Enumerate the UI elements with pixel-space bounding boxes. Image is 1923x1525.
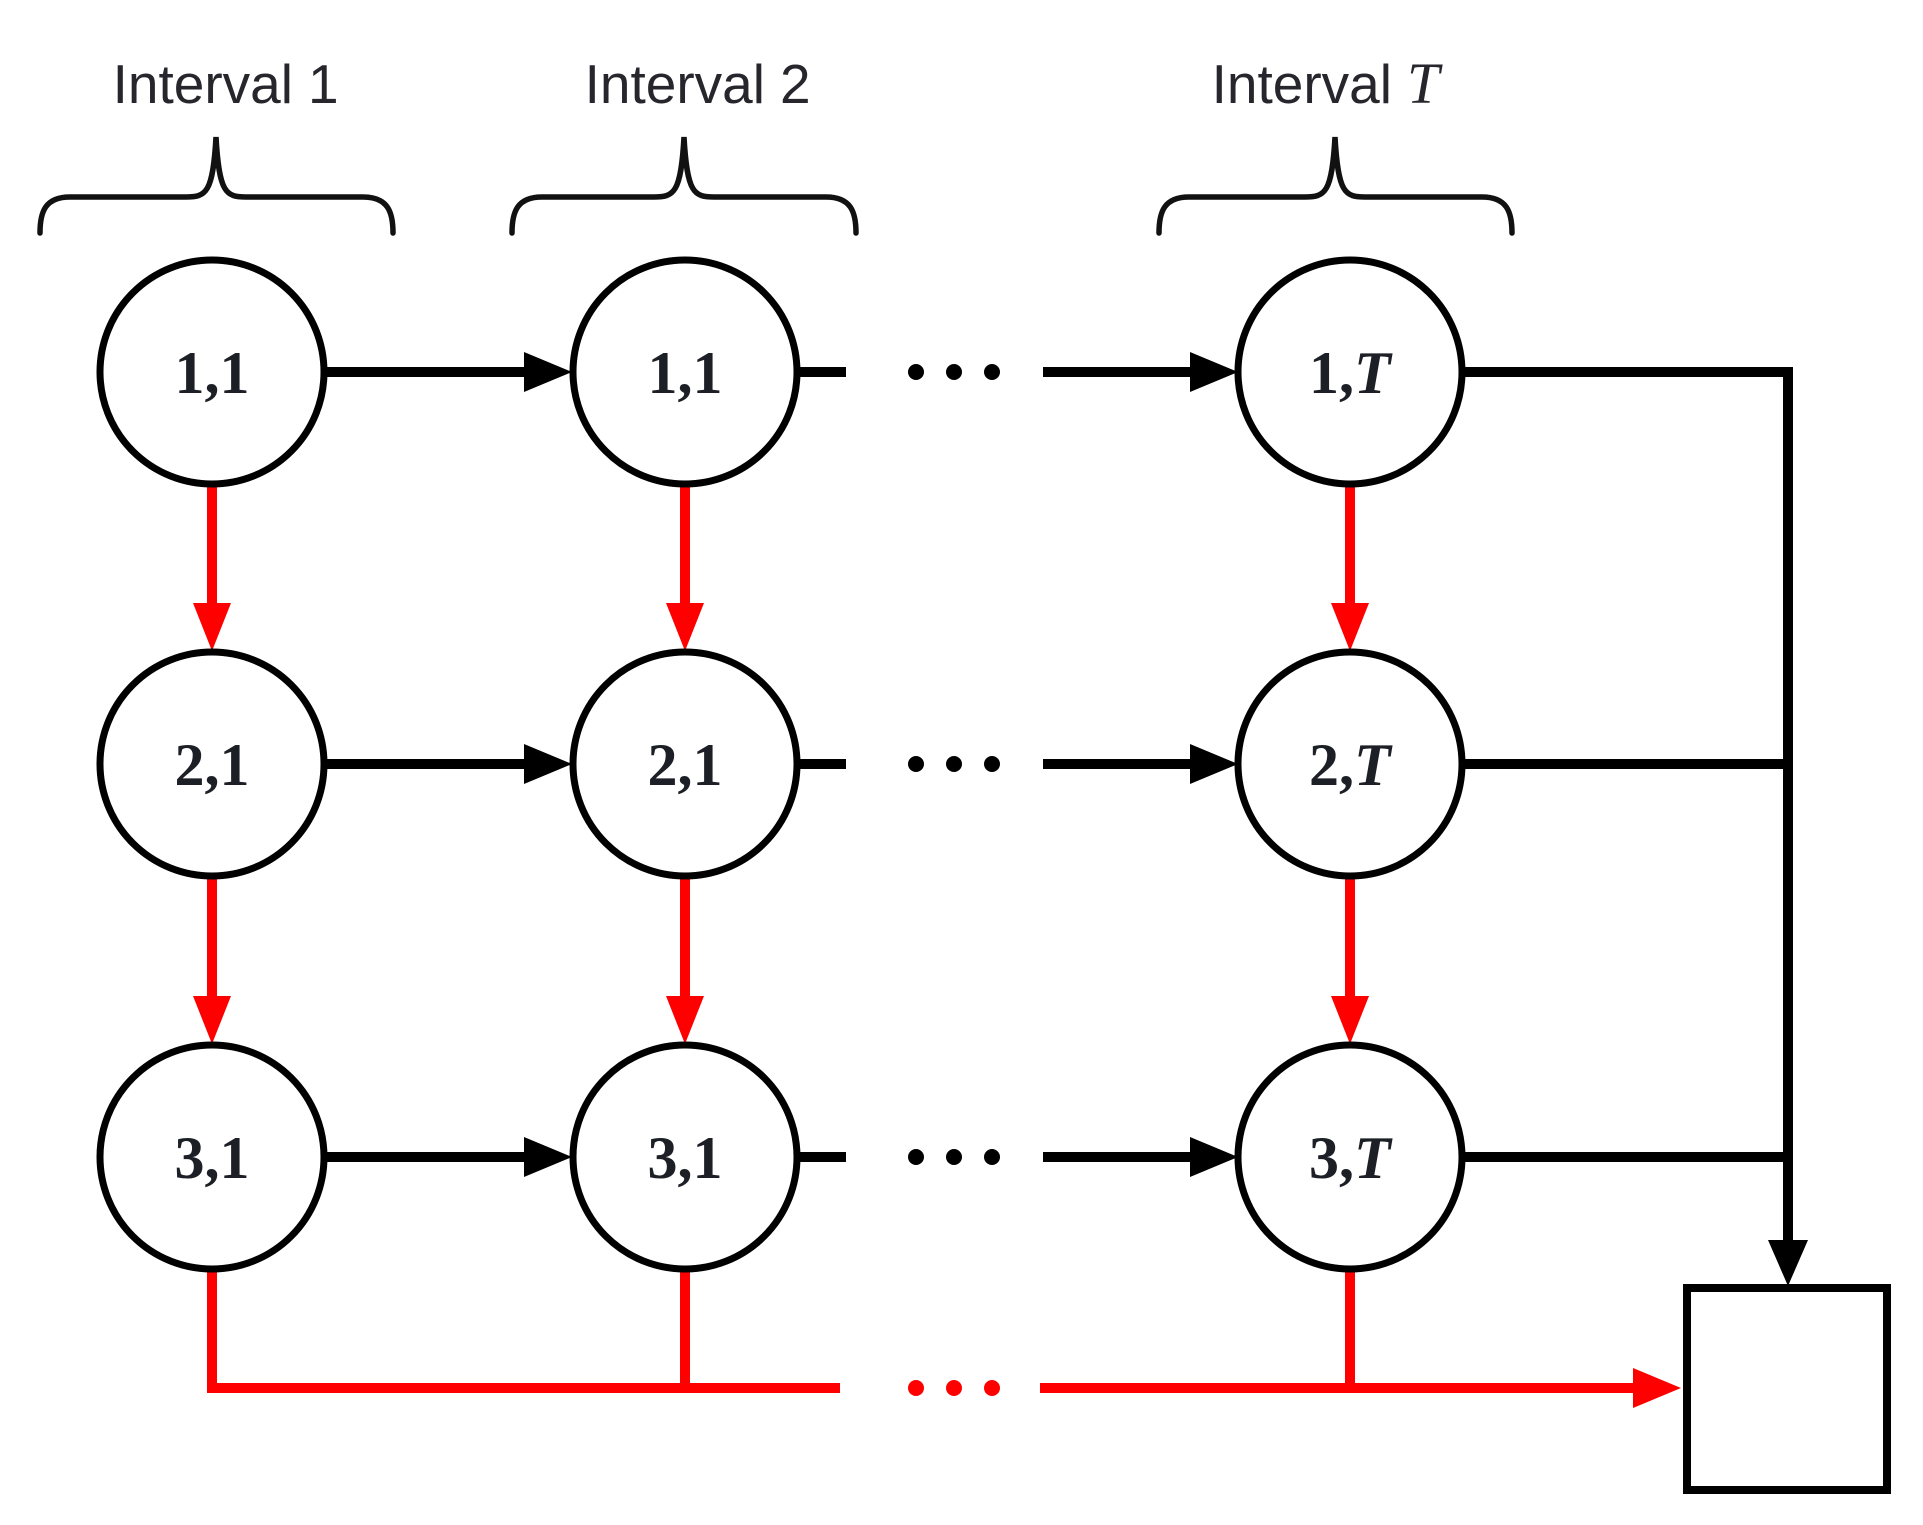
ellipsis-dots-black [908, 364, 1000, 1165]
dot-icon [946, 1380, 962, 1396]
arrowhead-icon [193, 996, 231, 1044]
black-edges [324, 367, 1793, 1242]
dot-icon [984, 1149, 1000, 1165]
dot-icon [946, 756, 962, 772]
arrowhead-icon [1190, 352, 1238, 392]
node-label-r2c3-symbol: T [1354, 732, 1393, 798]
state-nodes [96, 256, 1466, 1273]
black-arrowheads [524, 352, 1808, 1286]
node-circle-r1c1 [96, 256, 328, 488]
node-label-r1c1: 1,1 [175, 340, 250, 406]
arrowhead-icon [193, 603, 231, 651]
dot-icon [984, 364, 1000, 380]
node-label-r2c1: 2,1 [175, 732, 250, 798]
interval-1-index: 1 [308, 53, 339, 115]
red-arrowheads [193, 603, 1681, 1408]
dot-icon [946, 364, 962, 380]
arrowhead-icon [666, 996, 704, 1044]
interval-T-word: Interval [1212, 53, 1392, 115]
arrowhead-icon [1190, 1137, 1238, 1177]
interval-braces [37, 136, 1515, 236]
ellipsis-dots-red [908, 1380, 1000, 1396]
brace-icon [509, 136, 859, 236]
node-label-r3c3-symbol: T [1354, 1125, 1393, 1191]
arrowhead-icon [1331, 603, 1369, 651]
arrowhead-icon [524, 1137, 572, 1177]
dot-icon [946, 1149, 962, 1165]
node-circle-r1c3 [1234, 256, 1466, 488]
node-circle-r3c2 [569, 1041, 801, 1273]
interval-T-symbol: T [1407, 51, 1443, 116]
red-edge-bottom-left [207, 1269, 840, 1393]
dot-icon [908, 756, 924, 772]
node-label-r1c2: 1,1 [648, 340, 723, 406]
arrowhead-icon [1331, 996, 1369, 1044]
arrowhead-icon [666, 603, 704, 651]
arrowhead-icon [1190, 744, 1238, 784]
node-label-r2c3-prefix: 2, [1309, 732, 1354, 798]
node-label-r1c3-symbol: T [1354, 340, 1393, 406]
node-label-r3c1: 3,1 [175, 1125, 250, 1191]
dot-icon [908, 1380, 924, 1396]
node-labels: 1,1 1,1 1, T 2,1 2,1 2, T 3,1 3,1 3, T [175, 340, 1394, 1191]
dot-icon [908, 1149, 924, 1165]
node-circle-r1c2 [569, 256, 801, 488]
arrowhead-icon [524, 744, 572, 784]
arrowhead-icon [524, 352, 572, 392]
node-label-r3c3-prefix: 3, [1309, 1125, 1354, 1191]
interval-labels: Interval 1 Interval 2 Interval T [113, 51, 1443, 116]
red-edges [207, 484, 1636, 1393]
node-circle-r2c3 [1234, 648, 1466, 880]
brace-icon [1156, 136, 1515, 236]
interval-2-word: Interval [585, 53, 765, 115]
node-label-r3c2: 3,1 [648, 1125, 723, 1191]
node-label-r1c3-prefix: 1, [1309, 340, 1354, 406]
dot-icon [908, 364, 924, 380]
node-circle-r3c1 [96, 1041, 328, 1273]
interval-1-word: Interval [113, 53, 293, 115]
brace-icon [37, 136, 396, 236]
interval-2-index: 2 [780, 53, 811, 115]
terminal-square-node [1683, 1284, 1891, 1494]
dot-icon [984, 756, 1000, 772]
node-circle-r2c2 [569, 648, 801, 880]
node-circle-r3c3 [1234, 1041, 1466, 1273]
arrowhead-icon [1633, 1368, 1681, 1408]
node-label-r2c2: 2,1 [648, 732, 723, 798]
arrowhead-icon [1768, 1240, 1808, 1286]
dot-icon [984, 1380, 1000, 1396]
node-circle-r2c1 [96, 648, 328, 880]
